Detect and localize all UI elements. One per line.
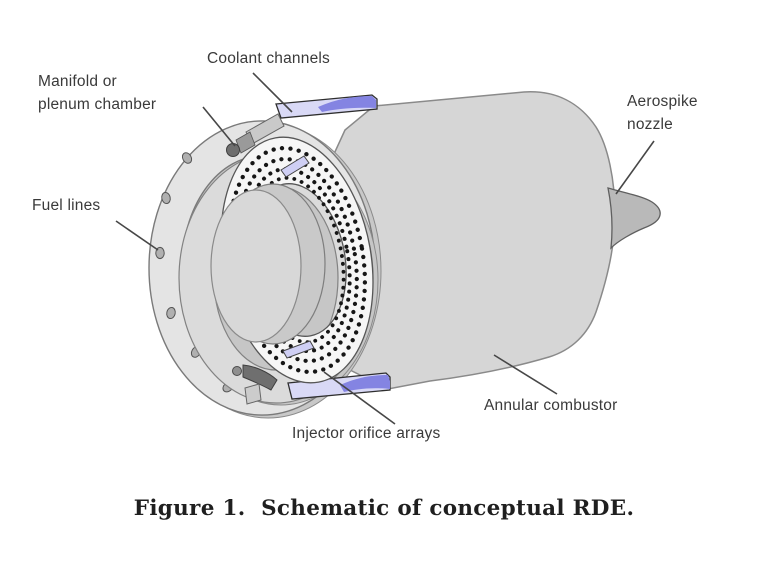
coolant-channel-top-fluid	[318, 96, 376, 112]
fuel-line-hole	[155, 246, 165, 260]
leader-lines	[115, 72, 655, 425]
leader-coolant-channels	[252, 72, 293, 113]
label-manifold-plenum: Manifold or plenum chamber	[38, 73, 157, 113]
manifold-bottom-dot	[232, 366, 242, 376]
fuel-line-hole	[166, 306, 176, 320]
figure-caption: Figure 1. Schematic of conceptual RDE.	[133, 496, 635, 521]
coolant-channel-bottom-fluid	[340, 375, 390, 392]
fuel-line-hole	[161, 191, 171, 205]
coolant-channel-bottom	[287, 372, 391, 400]
coolant-channel-inner-top	[280, 155, 310, 178]
leader-manifold	[202, 106, 236, 147]
aerospike-nozzle-shape	[607, 187, 661, 250]
coolant-channel-top	[275, 94, 378, 119]
leader-annular-combustor	[493, 354, 558, 395]
bottom-mount-tab	[244, 383, 262, 405]
leader-aerospike	[615, 140, 655, 195]
fuel-line-hole	[181, 152, 193, 164]
manifold-plenum-bottom	[232, 364, 278, 405]
label-aerospike-nozzle: Aerospike nozzle	[627, 93, 698, 133]
centerbody	[210, 189, 302, 343]
manifold-plenum-top	[226, 131, 256, 157]
annular-combustor-body	[317, 91, 616, 390]
leader-injector	[323, 371, 396, 425]
label-annular-combustor: Annular combustor	[484, 397, 618, 414]
manifold-wedge	[242, 364, 278, 391]
manifold-dot	[226, 143, 240, 157]
leader-fuel-lines	[115, 220, 159, 251]
label-fuel-lines: Fuel lines	[32, 197, 101, 214]
label-coolant-channels: Coolant channels	[207, 50, 330, 67]
coolant-channel-inner-bottom	[282, 340, 315, 359]
label-injector-orifice-arrays: Injector orifice arrays	[292, 425, 441, 442]
